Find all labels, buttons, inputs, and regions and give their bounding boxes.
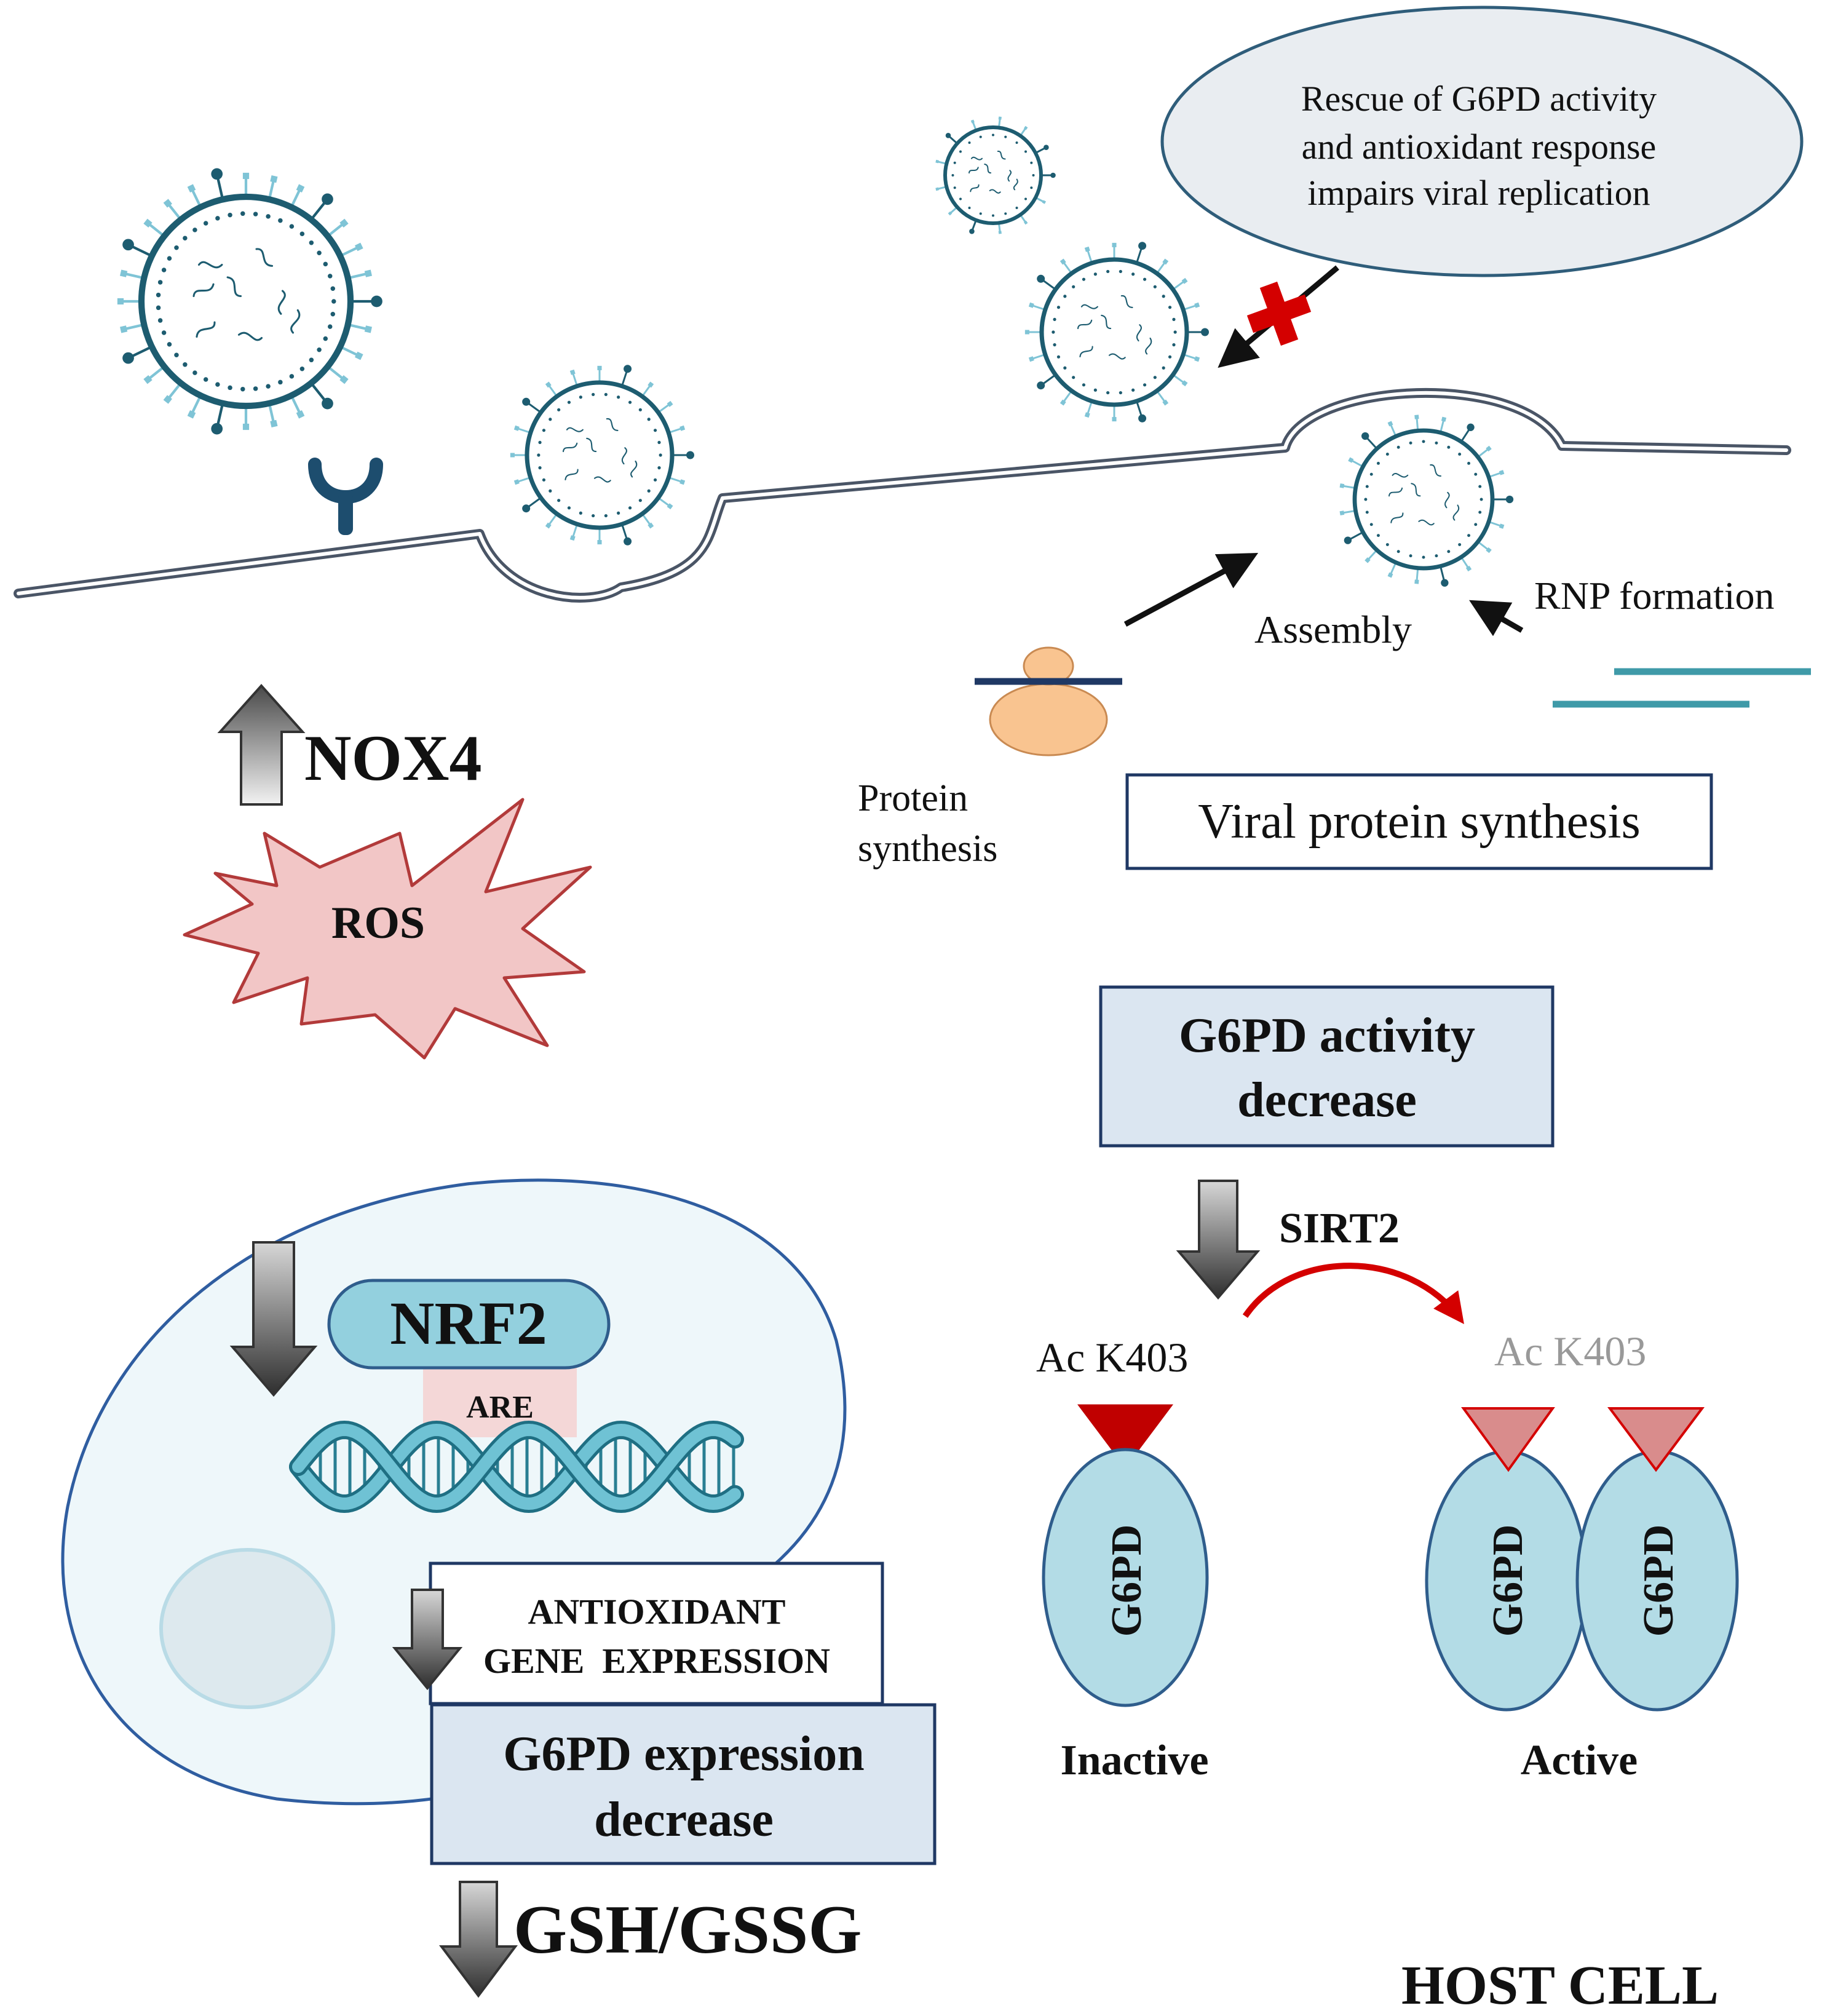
g6pd-expression-text-line1: G6PD expression <box>503 1727 864 1781</box>
virus-released <box>1024 242 1209 423</box>
viral-protein-synthesis-box: Viral protein synthesis <box>1125 773 1713 870</box>
rescue-text-line1: Rescue of G6PD activity <box>1301 79 1657 119</box>
antioxidant-down-arrow-icon <box>392 1589 463 1691</box>
g6pd-activity-decrease-box: G6PD activity decrease <box>1099 985 1555 1148</box>
gsh-down-arrow-icon <box>439 1881 518 1998</box>
ac-k403-active-label: Ac K403 <box>1494 1328 1646 1375</box>
viral-rna-strands <box>1553 668 1811 708</box>
protein-synthesis-label-line1: Protein <box>858 777 968 819</box>
g6pd-dimer-right-label: G6PD <box>1635 1525 1682 1637</box>
g6pd-activity-text-line1: G6PD activity <box>1179 1009 1475 1063</box>
g6pd-expression-text-line2: decrease <box>594 1793 774 1847</box>
virus-budding <box>1339 415 1514 587</box>
plasma-membrane <box>14 387 1791 603</box>
acetyl-marker-light-left-icon <box>1461 1407 1555 1472</box>
ac-k403-inactive-label: Ac K403 <box>1036 1334 1188 1381</box>
antioxidant-text-line1: ANTIOXIDANT <box>528 1592 786 1632</box>
virus-entering <box>510 365 694 546</box>
rescue-text-line3: impairs viral replication <box>1307 173 1650 213</box>
nrf2-pill <box>327 1279 611 1370</box>
g6pd-activity-text-line2: decrease <box>1237 1073 1417 1127</box>
deacetylation-arrow <box>1242 1263 1464 1325</box>
g6pd-monomer <box>1042 1448 1209 1707</box>
inhibition-cross-icon <box>1246 281 1312 346</box>
viral-protein-synthesis-text: Viral protein synthesis <box>1198 795 1641 849</box>
ace2-receptor-icon <box>308 458 383 535</box>
virus-large <box>117 168 382 435</box>
antioxidant-gene-expression-box <box>429 1562 884 1705</box>
g6pd-expression-decrease-box: G6PD expression decrease <box>430 1703 937 1865</box>
virus-released-small <box>935 116 1056 234</box>
g6pd-monomer-label: G6PD <box>1103 1525 1151 1637</box>
ros-burst: ROS <box>183 798 592 1060</box>
g6pd-dimer-left-label: G6PD <box>1484 1525 1532 1637</box>
rescue-text-line2: and antioxidant response <box>1302 127 1657 167</box>
nox4-up-arrow-icon <box>217 683 306 806</box>
protein-synthesis-label-line2: synthesis <box>858 828 997 870</box>
gsh-gssg-label: GSH/GSSG <box>513 1892 862 1968</box>
nrf2-label: NRF2 <box>390 1289 547 1357</box>
assembly-arrow <box>1123 553 1259 627</box>
active-label: Active <box>1521 1737 1638 1784</box>
nrf2-down-arrow-icon <box>229 1241 318 1397</box>
acetyl-marker-dark-icon <box>1077 1404 1173 1469</box>
are-label: ARE <box>466 1390 534 1425</box>
rescue-callout: Rescue of G6PD activity and antioxidant … <box>1160 6 1804 277</box>
assembly-label: Assembly <box>1254 608 1412 651</box>
rnp-arrow <box>1469 600 1524 637</box>
sirt2-label: SIRT2 <box>1279 1205 1400 1252</box>
virus-group <box>117 116 1514 587</box>
inactive-label: Inactive <box>1060 1737 1208 1784</box>
nox4-label: NOX4 <box>304 722 482 794</box>
rnp-formation-label: RNP formation <box>1534 574 1775 617</box>
nucleolus <box>159 1548 335 1709</box>
ros-label: ROS <box>331 898 425 948</box>
antioxidant-text-line2: GENE EXPRESSION <box>483 1641 830 1681</box>
ribosome-icon <box>975 646 1122 756</box>
host-cell-label: HOST CELL <box>1401 1955 1719 2013</box>
dna-helix-icon <box>289 1420 744 1514</box>
acetyl-marker-light-right-icon <box>1607 1407 1705 1472</box>
sirt2-down-arrow-icon <box>1176 1180 1261 1300</box>
